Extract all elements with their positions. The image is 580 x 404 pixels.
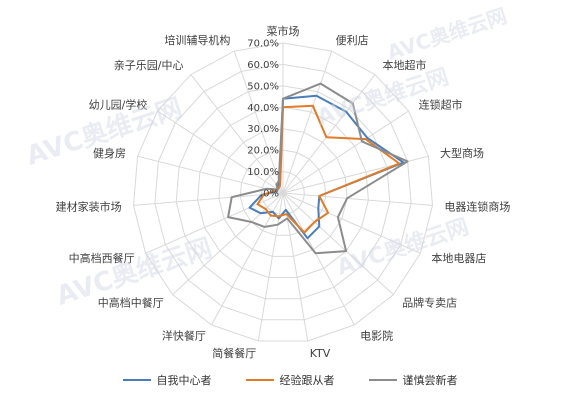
category-label: 电器连锁商场: [444, 199, 510, 213]
category-label: 电影院: [360, 329, 393, 343]
category-label: 建材家装市场: [56, 199, 122, 213]
category-label: 培训辅导机构: [164, 33, 230, 47]
grid-spoke: [190, 74, 284, 194]
label-layer: .0% 10.0% 20.0% 30.0% 40.0% 50.0% 60.0% 70.0%菜市…: [56, 24, 511, 360]
grid-spoke: [282, 110, 409, 194]
grid-ring: [175, 85, 391, 300]
grid-spoke: [282, 192, 433, 206]
category-label: 亲子乐园/中心: [114, 58, 184, 72]
legend-swatch: [122, 379, 151, 381]
radial-tick-label: 60.0%: [247, 60, 279, 71]
grid-ring: [132, 42, 434, 342]
category-label: 健身房: [93, 146, 126, 160]
watermark: AVC奥维云网: [384, 4, 510, 65]
legend-label: 经验跟从者: [279, 374, 335, 387]
category-label: KTV: [310, 347, 331, 360]
grid-layer: [132, 42, 434, 342]
radial-tick-label: 50.0%: [247, 81, 279, 92]
legend-item: 谨慎尝新者: [368, 372, 458, 388]
watermark: AVC奥维云网: [334, 214, 472, 281]
category-label: 幼儿园/学校: [89, 97, 148, 111]
legend-label: 谨慎尝新者: [402, 374, 458, 387]
category-label: 简餐餐厅: [212, 346, 256, 360]
radial-tick-label: 10.0%: [247, 167, 279, 178]
legend: 自我中心者 经验跟从者 谨慎尝新者: [0, 370, 580, 390]
grid-spoke: [172, 192, 284, 295]
radial-tick-label: 70.0%: [247, 39, 279, 50]
watermark: AVC奥维云网: [314, 64, 452, 131]
legend-label: 自我中心者: [156, 374, 212, 387]
radial-tick-label: 40.0%: [247, 103, 279, 114]
category-label: 品牌专卖店: [402, 296, 457, 310]
category-label: 大型商场: [440, 146, 484, 160]
category-label: 洋快餐厅: [162, 329, 206, 343]
grid-ring: [239, 149, 327, 236]
category-label: 中高档西餐厅: [69, 251, 135, 265]
legend-swatch: [245, 379, 274, 381]
grid-spoke: [137, 155, 284, 194]
grid-spoke: [282, 192, 355, 326]
category-label: 中高档中餐厅: [98, 296, 164, 310]
grid-ring: [197, 106, 369, 278]
grid-ring: [218, 128, 348, 257]
category-label: 连锁超市: [419, 97, 463, 111]
legend-item: 自我中心者: [122, 372, 212, 388]
grid-spoke: [282, 74, 376, 194]
category-label: 便利店: [336, 33, 369, 47]
grid-spoke: [145, 192, 284, 254]
radial-tick-label: 20.0%: [247, 146, 279, 157]
grid-spoke: [157, 110, 284, 194]
category-label: 本地超市: [383, 58, 427, 72]
category-label: 本地电器店: [431, 251, 486, 265]
radial-tick-label: 30.0%: [247, 124, 279, 135]
grid-ring: [154, 63, 412, 321]
category-label: 菜市场: [267, 24, 300, 38]
radial-tick-label: .0%: [260, 189, 279, 200]
legend-swatch: [368, 379, 397, 381]
grid-spoke: [233, 50, 284, 194]
grid-spoke: [282, 192, 421, 254]
grid-spoke: [133, 192, 284, 206]
grid-spoke: [282, 50, 333, 194]
series-layer: [227, 82, 409, 255]
series-line: [227, 82, 409, 255]
grid-spoke: [282, 192, 394, 295]
legend-item: 经验跟从者: [245, 372, 335, 388]
